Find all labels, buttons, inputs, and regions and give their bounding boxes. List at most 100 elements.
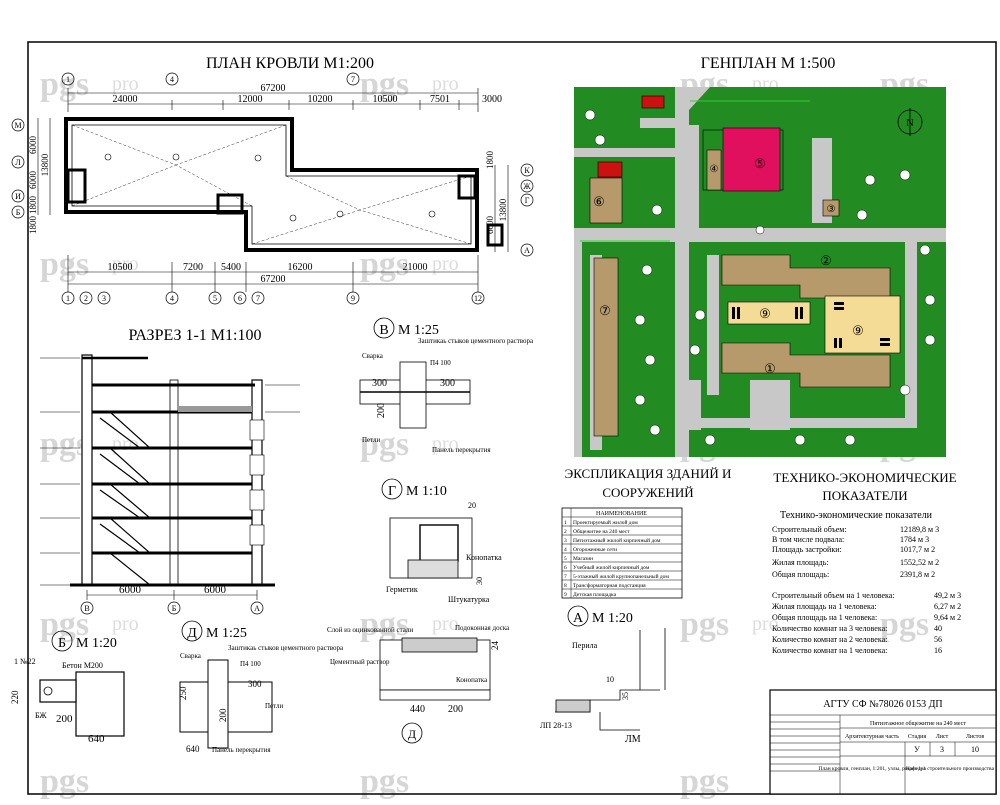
axis-label: 3 (102, 294, 106, 303)
axis-label: Ж (523, 182, 531, 191)
north-arrow-icon: N (897, 108, 923, 136)
dim-label: 6000 (28, 136, 38, 155)
dim-label: 10 (606, 675, 614, 684)
tep-label: Общая площадь: (772, 570, 829, 579)
note-text: Штукатурка (448, 595, 490, 604)
stamp-value: 10 (971, 745, 979, 754)
stamp-department: Кафедра строительного производства (906, 765, 995, 772)
axis-bubble (165, 291, 179, 305)
dim-label: 5400 (221, 262, 241, 273)
table-cell: 4 (564, 547, 567, 553)
axis-bubble (346, 72, 360, 86)
dim-label: 21000 (403, 262, 428, 273)
stamp-part: Архитектурная часть (845, 734, 899, 740)
axis-label: 12 (474, 294, 482, 303)
watermark-text: pgs (880, 606, 929, 643)
axis-label: 1 (66, 294, 70, 303)
axis-bubble (233, 291, 247, 305)
title-block: АГТУ СФ №78026 0153 ДП Пятиэтажное общеж… (769, 689, 997, 795)
note-text: П4 100 (430, 359, 451, 367)
dim-label: 300 (440, 378, 455, 389)
tep-label: Количество комнат на 3 человека: (772, 624, 887, 633)
tep-label: Жилая площадь: (772, 558, 829, 567)
axis-label: 9 (351, 294, 355, 303)
explication-title: ЭКСПЛИКАЦИЯ ЗДАНИЙ И (565, 466, 732, 481)
axis-bubble (165, 72, 179, 86)
tep-value: 6,27 м 2 (934, 602, 961, 611)
tep-value: 1784 м 3 (900, 535, 929, 544)
dim-label: 200 (56, 713, 73, 725)
tep-value: 9,64 м 2 (934, 613, 961, 622)
axis-label: 1 (66, 75, 70, 84)
axis-label: Б (172, 604, 177, 613)
parapet-line (71, 124, 472, 245)
roads (574, 87, 946, 457)
detail-d-section: Слой из оцинкованной стали Подоконная до… (327, 624, 510, 744)
svg-text:N: N (906, 118, 913, 129)
roof-outline (64, 117, 479, 252)
axis-bubble (251, 291, 265, 305)
tep-value: 12189,8 м 3 (900, 525, 939, 534)
stamp-sheet-name: План кровли, генплан, 1:201, узлы, разре… (819, 766, 926, 772)
watermark-text: pro (432, 73, 459, 95)
dim-label: 3000 (482, 94, 502, 105)
dim-label: 220 (10, 690, 20, 704)
section-1-1: РАЗРЕЗ 1-1 М1:100 (40, 327, 300, 615)
tep-value: 1017,7 м 2 (900, 545, 935, 554)
note-text: Бетон М200 (62, 661, 103, 670)
table-cell: Учебный жилой кирпичный дом (573, 564, 650, 571)
tep-label: Общая площадь на 1 человека: (772, 613, 877, 622)
tep-value: 49,2 м 3 (934, 591, 961, 600)
detail-scale: М 1:20 (76, 636, 117, 651)
axis-label: В (84, 604, 89, 613)
roof-plan-title: ПЛАН КРОВЛИ М1:200 (206, 55, 374, 72)
dim-label: 640 (88, 733, 105, 745)
axis-bubble (208, 291, 222, 305)
tech-econ-indicators: ТЕХНИКО-ЭКОНОМИЧЕСКИЕ ПОКАЗАТЕЛИ Технико… (772, 470, 961, 655)
dim-label: 24 (490, 641, 500, 651)
axis-label: Г (525, 196, 530, 205)
dim-label: 200 (218, 708, 228, 722)
detail-d: Д М 1:25 Сварка Заштикаь стыков цементно… (178, 620, 344, 754)
table-cell: 7 (564, 574, 567, 580)
note-text: Петли (362, 436, 381, 444)
table-cell: 9 (564, 592, 567, 598)
detail-scale: М 1:25 (206, 626, 247, 641)
stamp-header: Лист (936, 734, 949, 740)
building-red (597, 161, 623, 178)
dim-label: 200 (448, 704, 463, 715)
dim-label: 35 (621, 692, 630, 700)
axis-label: Б (16, 208, 21, 217)
watermark-text: pgs (40, 606, 89, 643)
dim-label: 6000 (28, 171, 38, 190)
axis-label: К (524, 166, 530, 175)
axis-bubble (520, 179, 534, 193)
explication-title: СООРУЖЕНИЙ (602, 485, 693, 500)
dim-label: 13800 (498, 198, 508, 221)
building-label: ⑦ (599, 303, 611, 318)
axis-bubble (97, 291, 111, 305)
tep-label: Количество комнат на 2 человека: (772, 635, 887, 644)
playground-9a (727, 301, 811, 325)
stamp-code: АГТУ СФ №78026 0153 ДП (823, 699, 942, 710)
table-cell: 3 (564, 538, 567, 544)
tep-label: Площадь застройки: (772, 545, 842, 554)
dim-label: 440 (410, 704, 425, 715)
axis-bubble (79, 291, 93, 305)
dim-label: 1800 (28, 196, 38, 215)
tep-value: 16 (934, 646, 942, 655)
table-cell: 6 (564, 565, 567, 571)
axis-bubble (61, 72, 75, 86)
dim-label: 1800 (485, 151, 495, 170)
roof-plan: ПЛАН КРОВЛИ М1:200 1 4 7 67200 24000 (11, 55, 534, 305)
dim-label: 10500 (373, 94, 398, 105)
watermark-text: pro (432, 433, 459, 455)
dim-label: 200 (376, 403, 387, 418)
note-text: Панель перекрытия (212, 746, 271, 754)
table-cell: 5 (564, 556, 567, 562)
note-text: Петли (265, 702, 284, 710)
building-1 (721, 342, 891, 388)
stamp-value: 3 (940, 745, 944, 754)
